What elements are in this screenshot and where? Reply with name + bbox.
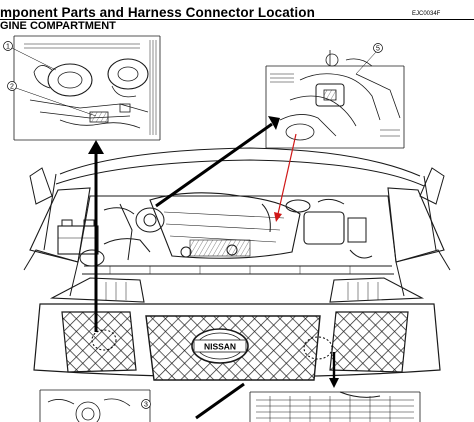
highlight-arrow-red [274, 133, 297, 222]
nissan-badge: NISSAN [191, 328, 249, 364]
svg-text:2: 2 [10, 84, 14, 91]
pointer-arrow-horn [88, 140, 104, 332]
svg-text:NISSAN: NISSAN [204, 342, 236, 352]
inset-right-detail [265, 50, 405, 149]
inset-horn-detail [13, 35, 161, 141]
callout-1: 1 [3, 41, 57, 71]
pointer-arrow-lower-right [329, 352, 339, 388]
inset-bottom-left [39, 389, 151, 422]
svg-text:5: 5 [376, 46, 380, 53]
truck-front-view [23, 147, 451, 378]
svg-text:3: 3 [144, 402, 148, 409]
callout-3: 3 [141, 399, 151, 409]
inset-bottom-right [249, 391, 421, 422]
callout-5: 5 [355, 43, 383, 75]
svg-text:1: 1 [6, 44, 10, 51]
title-rule [0, 19, 474, 20]
figure-id: EJC0034F [412, 11, 441, 17]
section-subtitle: GINE COMPARTMENT [0, 20, 116, 32]
page-title: mponent Parts and Harness Connector Loca… [0, 5, 315, 20]
pointer-arrow-right-inset [155, 116, 280, 208]
callout-2: 2 [7, 81, 97, 117]
pointer-arrow-lower-center [195, 382, 245, 420]
